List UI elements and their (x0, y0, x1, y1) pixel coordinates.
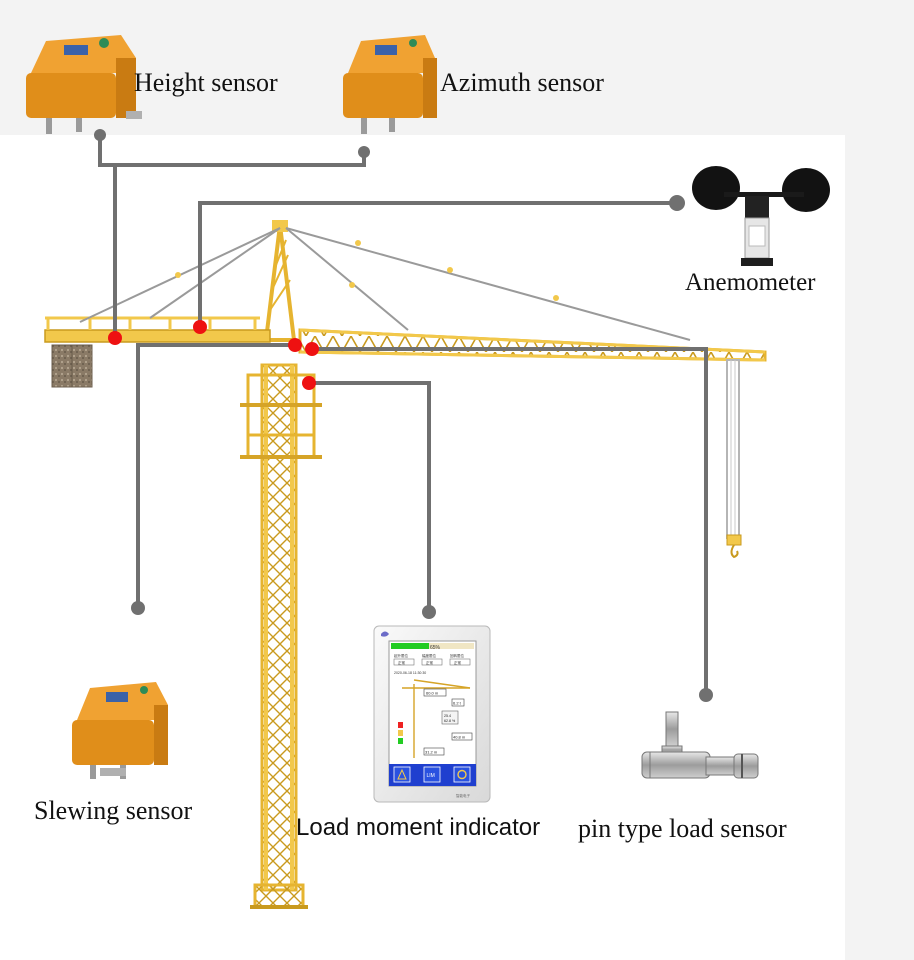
azimuth-sensor-device (343, 35, 437, 134)
height-azimuth-connector (98, 135, 366, 167)
screen-limit-label: LIM (427, 773, 435, 779)
screen-height-value: 60.0 m (426, 691, 439, 696)
screen-header-1: 起升限位 (394, 653, 408, 658)
pin-load-endpoint (699, 688, 713, 702)
connector-endpoints (94, 129, 713, 702)
gear-icon (457, 769, 467, 780)
slewing-sensor-marker (288, 338, 302, 352)
screen-moment-value: 25.4 (444, 714, 451, 718)
sensor-position-markers (108, 320, 319, 390)
indicator-progress-fill (391, 643, 429, 649)
anemometer-label: Anemometer (685, 269, 816, 296)
screen-value-3: 正常 (454, 660, 462, 665)
height-sensor-marker (108, 331, 122, 345)
counter-jib (44, 316, 271, 388)
connector-lines (98, 135, 708, 695)
cat-head (263, 220, 297, 342)
anemometer-marker (193, 320, 207, 334)
height-sensor-device (26, 35, 142, 134)
screen-load-value: 6.2 t (453, 701, 462, 706)
pin-load-sensor-device (641, 711, 759, 779)
pin-load-connector (313, 347, 708, 695)
tower-mast (250, 363, 308, 909)
screen-settings-button (453, 766, 471, 783)
climbing-frame (240, 373, 322, 459)
slewing-sensor-endpoint (131, 601, 145, 615)
indicator-marker (302, 376, 316, 390)
tower-crane (44, 220, 767, 909)
indicator-endpoint (422, 605, 436, 619)
anemometer-endpoint (669, 195, 685, 211)
slewing-sensor-label: Slewing sensor (34, 796, 193, 825)
hook-block (726, 359, 742, 559)
anemometer-connector (198, 201, 677, 327)
screen-header-2: 幅度限位 (422, 653, 436, 658)
device-brand: 智能电子 (456, 793, 470, 798)
slewing-sensor-device (72, 682, 168, 779)
bell-icon (397, 768, 407, 780)
screen-percent-value: 62.8 % (444, 719, 456, 723)
height-sensor-label: Height sensor (134, 68, 278, 97)
screen-limit-button (423, 766, 441, 783)
screen-date: 2020-06-18 11:30:30 (394, 671, 426, 675)
main-jib (298, 328, 767, 362)
azimuth-sensor-endpoint (358, 146, 370, 158)
screen-header-3: 回转限位 (450, 653, 464, 658)
load-moment-indicator-label: Load moment indicator (296, 814, 541, 841)
screen-radius-value: 40.8 m (453, 735, 466, 740)
brand-logo (381, 631, 389, 637)
screen-value-1: 正常 (398, 660, 406, 665)
anemometer-device (692, 166, 830, 266)
pin-load-marker (305, 342, 319, 356)
indicator-connector (310, 381, 431, 612)
load-moment-indicator-device: 65% 起升限位 幅度限位 回转限位 正常 正常 正常 2020-06-18 1… (373, 625, 491, 803)
indicator-progress-label: 65% (430, 645, 441, 651)
screen-span-value: 31.2 m (425, 750, 438, 755)
slewing-sensor-connector (136, 343, 297, 608)
azimuth-sensor-label: Azimuth sensor (440, 68, 604, 97)
height-sensor-endpoint (94, 129, 106, 141)
screen-value-2: 正常 (426, 660, 434, 665)
pin-load-sensor-label: pin type load sensor (578, 814, 787, 843)
